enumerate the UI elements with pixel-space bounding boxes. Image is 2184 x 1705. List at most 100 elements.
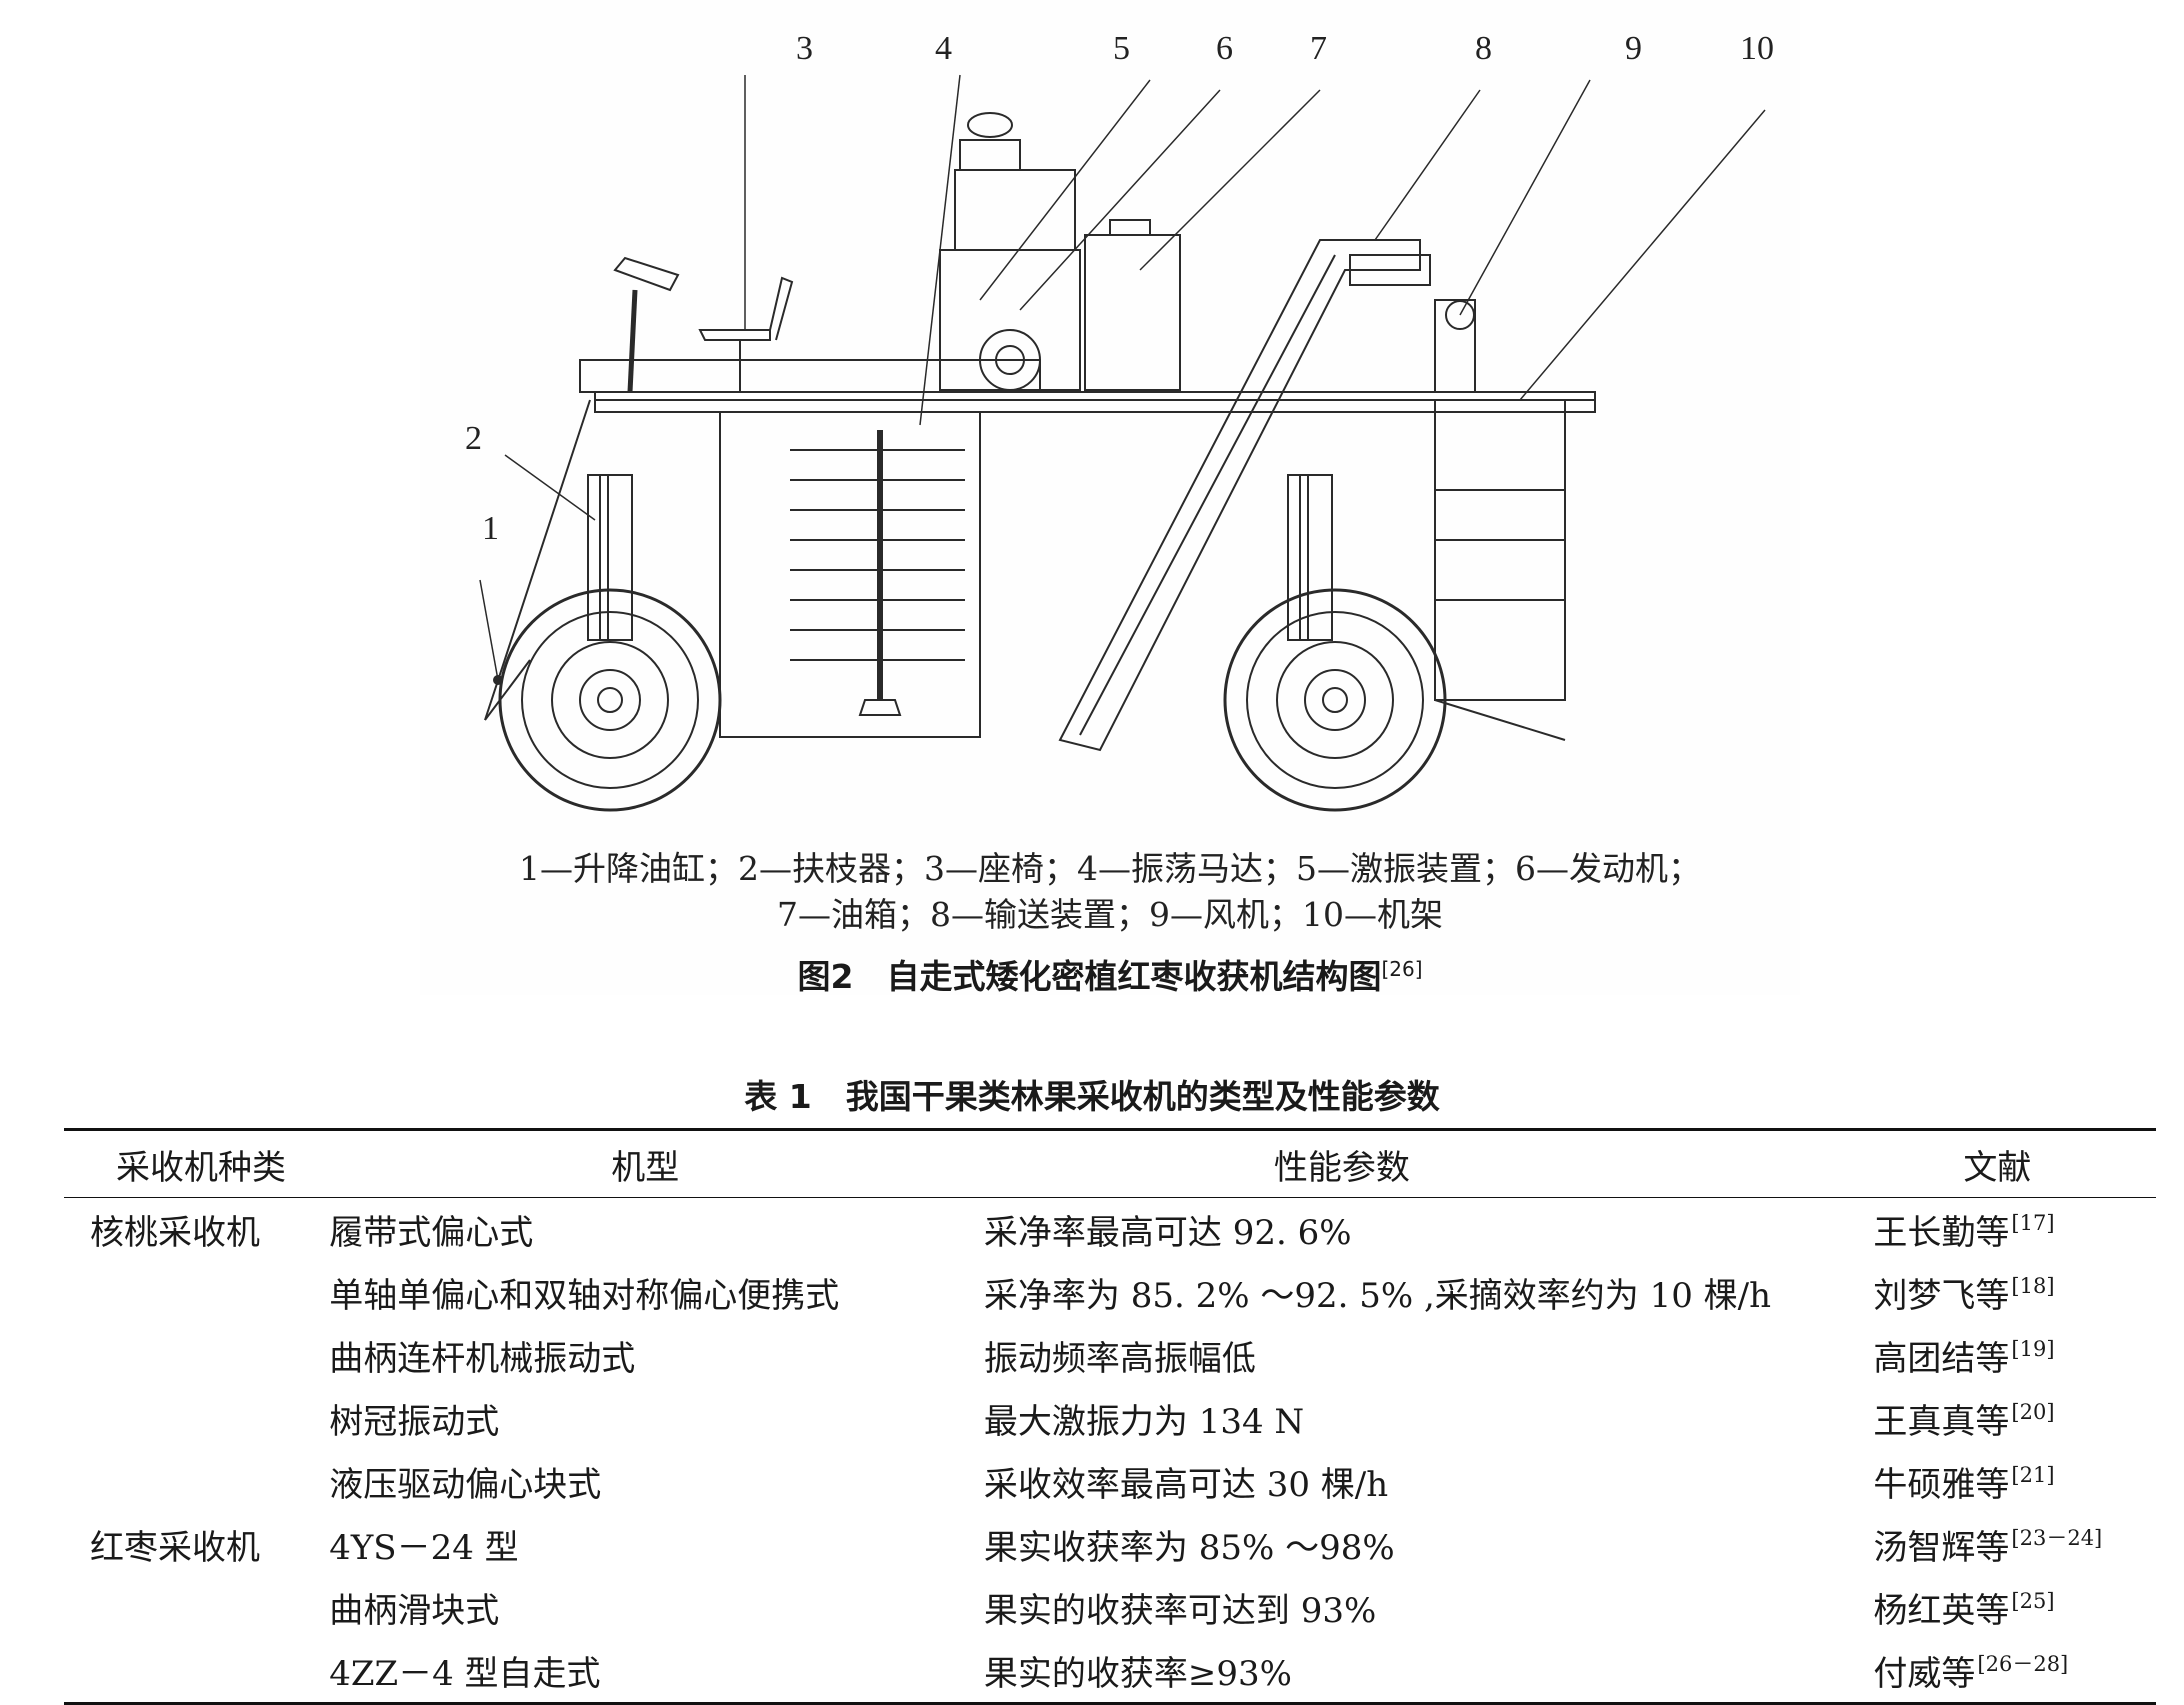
callout-10: 10 [1740, 30, 1774, 67]
cell-model: 履带式偏心式 [329, 1213, 534, 1253]
rear-frame [1434, 399, 1566, 701]
ref-authors: 汤智辉等 [1873, 1528, 2010, 1568]
ref-number: [18] [2011, 1274, 2055, 1298]
callout-1: 1 [482, 510, 499, 547]
cell-category [64, 1261, 329, 1324]
cell-model: 单轴单偏心和双轴对称偏心便携式 [329, 1276, 840, 1316]
callout-4: 4 [935, 30, 952, 67]
ref-authors: 杨红英等 [1873, 1591, 2010, 1631]
leader-lines [479, 74, 1766, 681]
callout-2: 2 [465, 420, 482, 457]
callout-5: 5 [1113, 30, 1130, 67]
seat [698, 276, 794, 341]
cell-category [64, 1324, 329, 1387]
table-row: 曲柄滑块式 果实的收获率可达到 93% 杨红英等[25] [64, 1576, 2156, 1639]
cell-category [64, 1450, 329, 1513]
branch-guide [484, 399, 591, 721]
cell-category [64, 1576, 329, 1639]
steering-column [627, 289, 638, 393]
figure-legend: 1—升降油缸；2—扶枝器；3—座椅；4—振荡马达；5—激振装置；6—发动机； 7… [420, 846, 1800, 938]
cell-reference: 杨红英等[25] [1873, 1576, 2156, 1639]
rear-wheel [1223, 588, 1447, 812]
cell-category [64, 1387, 329, 1450]
ref-authors: 高团结等 [1873, 1339, 2010, 1379]
cell-performance: 采收效率最高可达 30 棵/h [983, 1465, 1389, 1505]
table-row: 液压驱动偏心块式 采收效率最高可达 30 棵/h 牛硕雅等[21] [64, 1450, 2156, 1513]
harvester-structure-drawing [479, 74, 1766, 812]
ref-number: [19] [2011, 1337, 2055, 1361]
oil-tank [1084, 234, 1181, 391]
left-upper-beam [579, 359, 1041, 393]
figure-2: 3 4 5 6 7 8 9 10 2 1 1—升降油缸；2—扶枝器；3—座椅；4… [420, 0, 1800, 998]
ref-number: [20] [2011, 1400, 2055, 1424]
callout-8: 8 [1475, 30, 1492, 67]
header-reference: 文献 [1963, 1147, 2032, 1188]
cell-reference: 汤智辉等[23－24] [1873, 1513, 2156, 1576]
vibration-box [719, 411, 981, 738]
header-category: 采收机种类 [116, 1147, 286, 1188]
ref-number: [21] [2011, 1463, 2055, 1487]
figure-caption-text: 图2 自走式矮化密植红枣收获机结构图 [797, 957, 1382, 996]
cell-model: 4ZZ－4 型自走式 [329, 1654, 601, 1694]
table-row: 树冠振动式 最大激振力为 134 N 王真真等[20] [64, 1387, 2156, 1450]
ref-number: [23－24] [2011, 1526, 2103, 1550]
table-row: 单轴单偏心和双轴对称偏心便携式 采净率为 85. 2% ～92. 5% ,采摘效… [64, 1261, 2156, 1324]
cell-performance: 振动频率高振幅低 [983, 1339, 1256, 1379]
cell-model: 曲柄连杆机械振动式 [329, 1339, 636, 1379]
cell-performance: 果实的收获率≥93% [983, 1654, 1292, 1694]
callout-3: 3 [796, 30, 813, 67]
cell-model: 树冠振动式 [329, 1402, 500, 1442]
ref-number: [25] [2011, 1589, 2055, 1613]
legend-line-1: 1—升降油缸；2—扶枝器；3—座椅；4—振荡马达；5—激振装置；6—发动机； [519, 849, 1701, 888]
front-wheel [498, 588, 722, 812]
legend-line-2: 7—油箱；8—输送装置；9—风机；10—机架 [777, 895, 1443, 934]
cell-reference: 牛硕雅等[21] [1873, 1450, 2156, 1513]
ref-authors: 王长勤等 [1873, 1213, 2010, 1253]
engine [939, 249, 1081, 391]
right-cylinder [1287, 474, 1333, 641]
cell-performance: 最大激振力为 134 N [983, 1402, 1305, 1442]
cell-category: 核桃采收机 [90, 1213, 260, 1253]
cell-model: 曲柄滑块式 [329, 1591, 500, 1631]
table-row: 核桃采收机 履带式偏心式 采净率最高可达 92. 6% 王长勤等[17] [64, 1198, 2156, 1262]
table-row: 4ZZ－4 型自走式 果实的收获率≥93% 付威等[26－28] [64, 1639, 2156, 1704]
cell-reference: 高团结等[19] [1873, 1324, 2156, 1387]
table-header-row: 采收机种类 机型 性能参数 文献 [64, 1129, 2156, 1198]
cell-model: 4YS－24 型 [329, 1528, 519, 1568]
vibration-rods [790, 449, 965, 661]
table-label: 表 1 [744, 1077, 812, 1116]
steering-wheel [613, 256, 680, 292]
cell-reference: 王真真等[20] [1873, 1387, 2156, 1450]
header-model: 机型 [611, 1147, 680, 1188]
cell-category: 红枣采收机 [90, 1528, 260, 1568]
ref-authors: 牛硕雅等 [1873, 1465, 2010, 1505]
callout-6: 6 [1216, 30, 1233, 67]
conveyor [1058, 239, 1421, 752]
figure-caption-ref: [26] [1381, 957, 1423, 981]
cell-performance: 采净率最高可达 92. 6% [983, 1213, 1352, 1253]
ref-authors: 刘梦飞等 [1873, 1276, 2010, 1316]
left-cylinder [587, 474, 633, 641]
cell-category [64, 1639, 329, 1704]
cell-model: 液压驱动偏心块式 [329, 1465, 602, 1505]
callout-9: 9 [1625, 30, 1642, 67]
ref-number: [26－28] [1977, 1652, 2069, 1676]
table-row: 红枣采收机 4YS－24 型 果实收获率为 85% ～98% 汤智辉等[23－2… [64, 1513, 2156, 1576]
table-row: 曲柄连杆机械振动式 振动频率高振幅低 高团结等[19] [64, 1324, 2156, 1387]
main-frame-beam [594, 391, 1596, 413]
fan [1434, 299, 1476, 393]
cell-reference: 付威等[26－28] [1873, 1639, 2156, 1704]
ref-authors: 付威等 [1873, 1654, 1976, 1694]
ref-number: [17] [2011, 1211, 2055, 1235]
cell-performance: 采净率为 85. 2% ～92. 5% ,采摘效率约为 10 棵/h [983, 1276, 1772, 1316]
figure-caption: 图2 自走式矮化密植红枣收获机结构图[26] [420, 950, 1800, 998]
cell-reference: 王长勤等[17] [1873, 1198, 2156, 1262]
cell-reference: 刘梦飞等[18] [1873, 1261, 2156, 1324]
header-performance: 性能参数 [1273, 1147, 1410, 1188]
performance-table: 采收机种类 机型 性能参数 文献 核桃采收机 履带式偏心式 采净率最高可达 92… [64, 1128, 2156, 1705]
cell-performance: 果实收获率为 85% ～98% [983, 1528, 1395, 1568]
table-title: 表 1 我国干果类林果采收机的类型及性能参数 [0, 1070, 2184, 1118]
ref-authors: 王真真等 [1873, 1402, 2010, 1442]
table-title-text: 我国干果类林果采收机的类型及性能参数 [845, 1077, 1440, 1116]
callout-7: 7 [1310, 30, 1327, 67]
